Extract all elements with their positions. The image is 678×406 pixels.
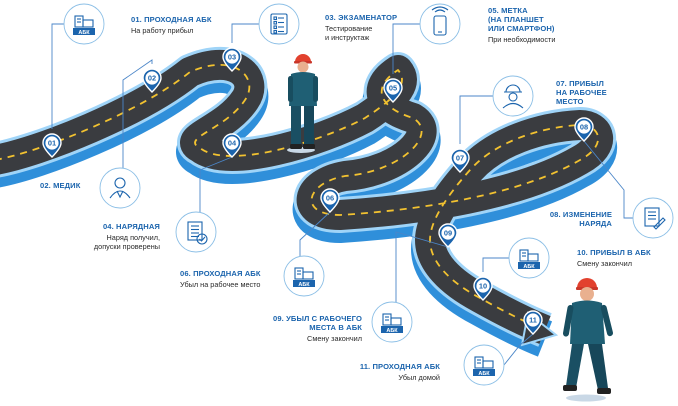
abk-building-icon: АБК — [283, 255, 325, 297]
step-subtitle: Убыл на рабочее место — [180, 280, 261, 290]
abk-sign-text: АБК — [523, 264, 535, 270]
step-marker-pin: 10 — [473, 276, 493, 301]
step-markers: 01 02 03 04 05 06 07 08 09 10 11 — [42, 47, 594, 335]
step-label-01: 01. ПРОХОДНАЯ АБК На работу прибыл — [131, 15, 212, 36]
step-subtitle: Наряд получил, допуски проверены — [93, 233, 160, 251]
worker-figure-walking — [562, 278, 614, 402]
step-label-03: 03. ЭКЗАМЕНАТОР Тестирование и инструкта… — [325, 13, 397, 43]
step-marker-pin: 07 — [450, 148, 470, 173]
work-order-icon — [175, 211, 217, 253]
step-title: 04. НАРЯДНАЯ — [102, 222, 160, 231]
step-label-07: 07. ПРИБЫЛ НА РАБОЧЕЕ МЕСТО — [556, 79, 607, 106]
step-title: 05. МЕТКА (НА ПЛАНШЕТ ИЛИ СМАРТФОН) — [488, 6, 555, 34]
connector-line — [122, 59, 153, 168]
step-label-08: 08. ИЗМЕНЕНИЕ НАРЯДА — [520, 210, 612, 228]
step-marker-pin: 04 — [222, 133, 242, 158]
step-subtitle: Тестирование и инструктаж — [325, 24, 373, 42]
connector-line — [51, 23, 64, 129]
step-icons: АБК АБК АБК АБК АБК — [63, 3, 674, 386]
step-label-05: 05. МЕТКА (НА ПЛАНШЕТ ИЛИ СМАРТФОН) При … — [488, 6, 555, 45]
step-title: 10. ПРИБЫЛ В АБК — [577, 248, 651, 257]
step-marker-number: 03 — [228, 53, 236, 62]
step-subtitle: При необходимости — [488, 35, 556, 45]
edit-document-icon — [632, 197, 674, 239]
step-subtitle: Смену закончил — [307, 334, 362, 344]
connector-line — [583, 140, 633, 219]
connector-line — [392, 23, 420, 74]
connector-line — [482, 257, 509, 272]
step-label-09: 09. УБЫЛ С РАБОЧЕГО МЕСТА В АБК Смену за… — [262, 314, 362, 344]
step-marker-pin: 03 — [222, 47, 242, 72]
step-marker-number: 08 — [580, 123, 588, 132]
abk-sign-text: АБК — [478, 371, 490, 377]
step-subtitle: На работу прибыл — [131, 26, 194, 36]
step-marker-number: 11 — [529, 316, 537, 325]
step-marker-number: 01 — [48, 139, 56, 148]
step-label-06: 06. ПРОХОДНАЯ АБК Убыл на рабочее место — [180, 269, 261, 290]
step-marker-number: 10 — [479, 282, 487, 291]
step-marker-number: 02 — [148, 74, 156, 83]
step-label-04: 04. НАРЯДНАЯ Наряд получил, допуски пров… — [60, 222, 160, 252]
step-marker-number: 05 — [389, 84, 397, 93]
step-marker-pin: 06 — [320, 188, 340, 213]
step-title: 11. ПРОХОДНАЯ АБК — [359, 362, 440, 371]
step-label-02: 02. МЕДИК — [40, 181, 80, 190]
step-marker-number: 09 — [444, 229, 452, 238]
connector-line — [199, 156, 233, 212]
step-marker-number: 07 — [456, 154, 464, 163]
road-center-line — [0, 63, 599, 331]
worker-helmet-icon — [492, 75, 534, 117]
step-marker-pin: 01 — [42, 133, 62, 158]
step-marker-number: 04 — [228, 139, 237, 148]
worker-figure-standing — [287, 54, 318, 153]
connector-line — [395, 231, 449, 302]
step-marker-pin: 09 — [438, 223, 458, 248]
abk-sign-text: АБК — [298, 282, 310, 288]
abk-sign-text: АБК — [386, 328, 398, 334]
connector-line — [231, 23, 259, 43]
connector-line — [459, 95, 493, 144]
smartphone-icon — [419, 3, 461, 45]
step-title: 01. ПРОХОДНАЯ АБК — [131, 15, 212, 24]
medic-icon — [99, 167, 141, 209]
abk-building-icon: АБК — [463, 344, 505, 386]
step-marker-pin: 05 — [383, 78, 403, 103]
connector-line — [299, 211, 331, 256]
step-title: 08. ИЗМЕНЕНИЕ НАРЯДА — [549, 210, 612, 229]
step-title: 02. МЕДИК — [40, 181, 81, 190]
abk-sign-text: АБК — [78, 30, 90, 36]
abk-building-icon: АБК — [371, 301, 413, 343]
step-label-10: 10. ПРИБЫЛ В АБК Смену закончил — [577, 248, 651, 269]
step-subtitle: Смену закончил — [577, 259, 632, 269]
step-title: 07. ПРИБЫЛ НА РАБОЧЕЕ МЕСТО — [556, 79, 607, 107]
abk-building-icon: АБК — [508, 237, 550, 279]
step-marker-number: 06 — [326, 194, 334, 203]
abk-building-icon: АБК — [63, 3, 105, 45]
step-marker-pin: 02 — [142, 68, 162, 93]
step-subtitle: Убыл домой — [398, 373, 440, 383]
step-title: 03. ЭКЗАМЕНАТОР — [325, 13, 398, 22]
step-title: 06. ПРОХОДНАЯ АБК — [180, 269, 261, 278]
step-title: 09. УБЫЛ С РАБОЧЕГО МЕСТА В АБК — [273, 314, 362, 333]
step-label-11: 11. ПРОХОДНАЯ АБК Убыл домой — [330, 362, 440, 383]
connector-line — [503, 333, 534, 366]
step-marker-pin: 08 — [574, 117, 594, 142]
connector-lines — [51, 23, 633, 366]
step-marker-pin: 11 — [523, 310, 543, 335]
examiner-icon — [258, 3, 300, 45]
